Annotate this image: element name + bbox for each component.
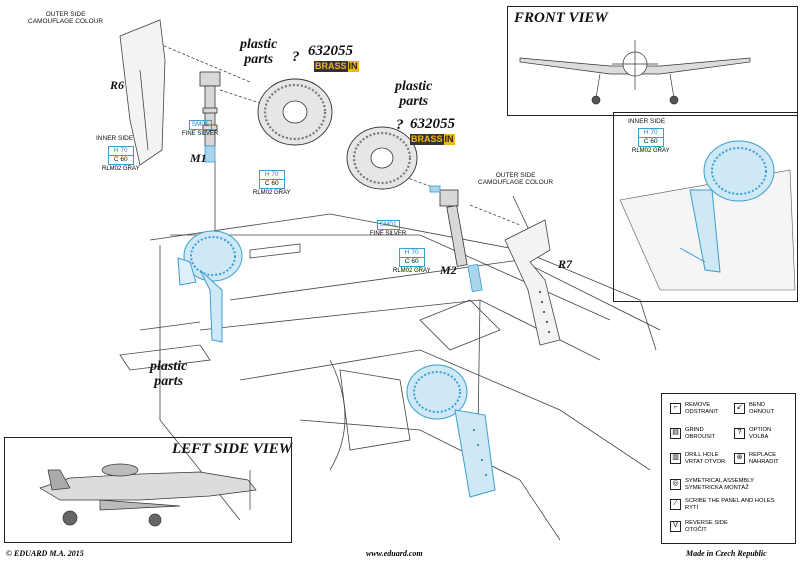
front-view-frame: FRONT VIEW [507,6,798,116]
fuselage-line [239,349,651,471]
grind-icon: ▤ [670,428,681,439]
legend-item: ? OPTION VOLBA [734,427,771,440]
plastic-parts-label-bottom: plastic parts [150,359,188,389]
plastic-parts-label-mid: plastic parts [395,79,433,109]
legend-item: ◎ SYMETRICAL ASSEMBLY SYMETRICKÁ MONTÁŽ [670,478,754,491]
scribe-icon: ∕ [670,499,681,510]
inner-side-label-r6: INNER SIDE [96,135,134,142]
legend-item: ↙ BEND OHNOUT [734,402,774,415]
bend-icon: ↙ [734,403,745,414]
legend-text: REVERSE SIDE OTOČIT [685,520,728,533]
option-icon: ? [734,428,745,439]
left-side-view-aircraft [39,463,257,527]
paint-badge-sm01-right: SM01 FINE SILVER [370,220,407,237]
symbol-legend: ⌐ REMOVE ODSTRANIT ↙ BEND OHNOUT ▤ GRIND OBRO… [661,393,796,544]
gun-barrel-2 [139,321,201,331]
part-label-r7: R7 [558,257,573,271]
legend-item: V REVERSE SIDE OTOČIT [670,520,728,533]
symmetrical-icon: ◎ [670,479,681,490]
legend-item: ∕ SCRIBE THE PANEL AND HOLES RYTÍ [670,498,774,511]
replace-icon: ⊛ [734,453,745,464]
front-view-aircraft [519,40,751,105]
legend-item: ▤ GRIND OBROUSIT [670,427,715,440]
strut-m2 [429,185,483,293]
leader-r7 [469,204,521,226]
legend-text: DRILL HOLE VRTAT OTVOR [685,452,726,465]
legend-text: SCRIBE THE PANEL AND HOLES RYTÍ [685,498,775,511]
legend-item: ⊛ REPLACE NAHRADIT [734,452,779,465]
question-mark-2: ? [396,117,404,133]
leader-outer-side [512,195,531,233]
part-number-1: 632055 [308,43,353,59]
legend-text: BEND OHNOUT [749,402,775,415]
installed-gear-center [406,364,496,498]
installed-gear-left [177,230,243,343]
footer-copyright: © EDUARD M.A. 2015 [6,549,84,558]
paint-badge-sm01-left: SM01 FINE SILVER [182,120,219,137]
wheel-bay-box [339,369,411,451]
part-label-m2: M2 [440,263,457,277]
inner-side-label-inset: INNER SIDE [628,118,666,125]
left-side-view-frame: LEFT SIDE VIEW [4,437,292,543]
part-label-r6: R6 [110,78,125,92]
door-r7 [504,219,561,346]
inset-detail-frame [613,112,798,302]
front-view-title: FRONT VIEW [514,10,608,26]
door-r6 [119,19,166,166]
wheel-2 [346,126,418,190]
wheel-bay-left [329,359,346,471]
legend-text: GRIND OBROUSIT [685,427,716,440]
footer-origin: Made in Czech Republic [686,549,767,558]
strut-housing [419,299,501,351]
outer-side-label-r7: OUTER SIDE CAMOUFLAGE COLOUR [478,172,554,186]
gun-barrel [119,344,211,371]
legend-text: REMOVE ODSTRANIT [685,402,719,415]
reverse-icon: V [670,521,681,532]
footer-website: www.eduard.com [366,549,423,558]
legend-text: REPLACE NAHRADIT [749,452,779,465]
question-mark-1: ? [292,49,300,65]
part-number-2: 632055 [410,116,455,132]
leader-r6 [149,39,251,83]
outer-side-label-r6: OUTER SIDE CAMOUFLAGE COLOUR [28,11,104,25]
legend-text: OPTION VOLBA [749,427,772,440]
panel-rect [249,243,301,259]
remove-icon: ⌐ [670,403,681,414]
fuselage-belly-line [299,419,561,541]
wheel-1 [257,78,333,146]
strut-m1 [199,71,221,163]
legend-item: ⌐ REMOVE ODSTRANIT [670,402,719,415]
left-side-view-title: LEFT SIDE VIEW [172,441,293,457]
legend-item: ▥ DRILL HOLE VRTAT OTVOR [670,452,725,465]
drill-icon: ▥ [670,453,681,464]
inset-gear-detail [619,140,796,291]
legend-text: SYMETRICAL ASSEMBLY SYMETRICKÁ MONTÁŽ [685,478,754,491]
part-label-m1: M1 [190,151,207,165]
plastic-parts-label-top: plastic parts [240,37,278,67]
leader-m2-down [477,299,481,431]
